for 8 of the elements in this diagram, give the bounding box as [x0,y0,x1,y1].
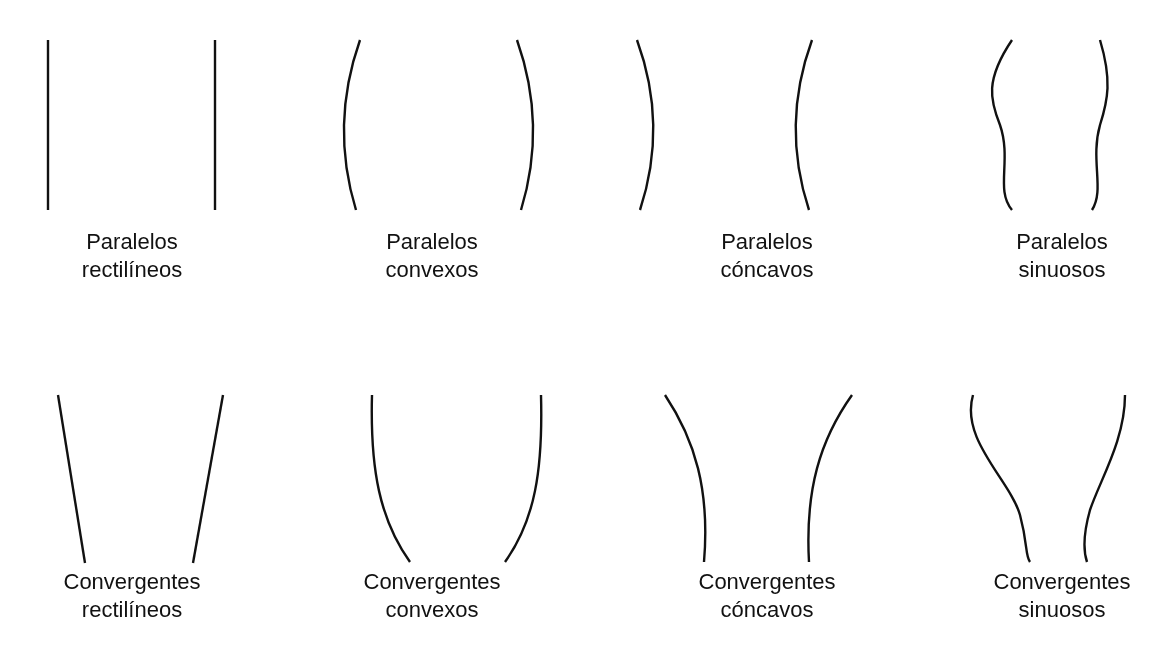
caption-text: Convergentes sinuosos [992,568,1132,624]
caption-text: Paralelos sinuosos [1015,228,1109,284]
caption-text: Paralelos cóncavos [719,228,815,284]
caption-text: Paralelos rectilíneos [80,228,184,284]
caption-text: Paralelos convexos [384,228,480,284]
caption-text: Convergentes cóncavos [697,568,837,624]
caption-text: Convergentes rectilíneos [62,568,202,624]
caption-text: Convergentes convexos [362,568,502,624]
